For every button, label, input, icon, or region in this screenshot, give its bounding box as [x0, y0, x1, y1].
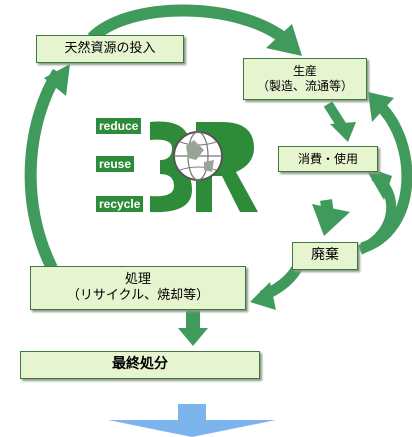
arrow-head-loop — [364, 166, 392, 200]
down-arrow-head — [108, 420, 276, 437]
arrow-head-consumption — [330, 122, 356, 142]
node-disposal: 廃棄 — [292, 242, 358, 270]
node-production: 生産 （製造、流通等） — [243, 58, 367, 100]
arrow-head-production — [266, 24, 302, 56]
logo-3r-mark — [150, 121, 258, 213]
node-consumption: 消費・使用 — [278, 146, 378, 172]
down-arrow-shaft — [178, 404, 206, 422]
arrow-head-resources — [44, 64, 70, 96]
node-treatment: 処理 （リサイクル、焼却等） — [30, 266, 246, 310]
node-natural-resources-label: 天然資源の投入 — [64, 40, 156, 56]
node-disposal-label: 廃棄 — [311, 247, 339, 264]
node-production-title: 生産 — [292, 64, 317, 78]
node-treatment-title: 処理 — [124, 271, 151, 287]
arrow-treatment-to-final-shaft — [186, 310, 200, 330]
arrow-resources-to-production — [87, 4, 290, 45]
logo-word-recycle: recycle — [96, 196, 144, 212]
node-consumption-label: 消費・使用 — [297, 151, 358, 166]
arrow-production-to-consumption — [323, 101, 347, 129]
node-production-detail: （製造、流通等） — [256, 79, 353, 93]
arrow-head-treatment — [250, 282, 276, 310]
arrow-head-back-production — [368, 92, 394, 122]
arrow-head-final — [178, 328, 208, 346]
arrow-head-disposal — [312, 204, 350, 236]
node-final-disposal-label: 最終処分 — [112, 356, 168, 373]
node-final-disposal: 最終処分 — [20, 351, 260, 379]
logo-word-reduce: reduce — [96, 118, 142, 134]
node-treatment-detail: （リサイクル、焼却等） — [66, 288, 210, 303]
logo-word-reuse: reuse — [96, 156, 135, 172]
node-natural-resources: 天然資源の投入 — [36, 35, 184, 63]
arrow-treatment-to-resources — [24, 68, 64, 271]
